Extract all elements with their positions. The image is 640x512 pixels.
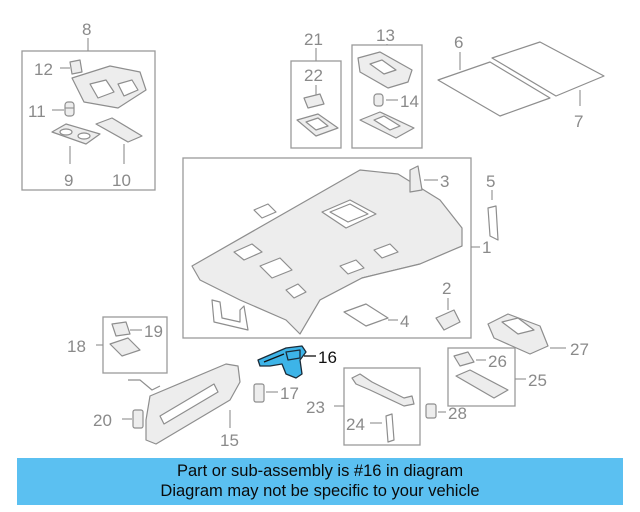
group-box-1 (182, 157, 472, 339)
callout-17[interactable]: 17 (280, 384, 299, 403)
callout-3[interactable]: 3 (440, 172, 449, 191)
callout-19[interactable]: 19 (144, 322, 163, 341)
callout-24[interactable]: 24 (346, 415, 365, 434)
lens-9 (51, 123, 101, 145)
headliner (191, 169, 463, 335)
callout-2[interactable]: 2 (442, 279, 451, 298)
callout-1[interactable]: 1 (482, 238, 491, 257)
visor-bracket-16 (257, 345, 307, 379)
banner-line-2: Diagram may not be specific to your vehi… (160, 482, 480, 500)
info-banner: Part or sub-assembly is #16 in diagram D… (17, 458, 623, 505)
clip-19 (111, 321, 131, 337)
callout-22[interactable]: 22 (304, 66, 323, 85)
clip-18 (109, 337, 141, 357)
callout-21[interactable]: 21 (304, 30, 323, 49)
grab-handle-24 (351, 373, 415, 443)
callout-5[interactable]: 5 (486, 172, 495, 191)
lamp-housing-25 (455, 369, 509, 399)
lamp-13 (357, 51, 413, 89)
trim-5 (487, 205, 499, 241)
screw-28 (425, 403, 437, 419)
callout-26[interactable]: 26 (488, 352, 507, 371)
callout-10[interactable]: 10 (112, 171, 131, 190)
bulb-22 (303, 93, 325, 109)
callout-16[interactable]: 16 (318, 348, 337, 367)
clip-2 (435, 309, 461, 331)
lamp-26 (453, 351, 475, 367)
panel-7 (491, 41, 605, 97)
bracket-27 (487, 313, 549, 355)
sun-visor-15 (128, 363, 241, 445)
clip-3 (409, 165, 423, 193)
lamp-21 (296, 113, 339, 137)
callout-13[interactable]: 13 (376, 26, 395, 45)
callout-6[interactable]: 6 (454, 33, 463, 52)
callout-4[interactable]: 4 (400, 312, 409, 331)
pad-4 (343, 303, 389, 327)
callout-27[interactable]: 27 (570, 340, 589, 359)
bulb-12 (69, 59, 83, 75)
callout-25[interactable]: 25 (528, 371, 547, 390)
banner-line-1: Part or sub-assembly is #16 in diagram (176, 462, 464, 480)
screw-20 (132, 409, 144, 429)
group-box-25 (447, 347, 516, 407)
grab-handle-outline (211, 299, 249, 331)
callout-20[interactable]: 20 (93, 411, 112, 430)
bulb-14 (373, 93, 384, 107)
screw-17 (253, 383, 265, 403)
callout-7[interactable]: 7 (574, 112, 583, 131)
callout-8[interactable]: 8 (82, 20, 91, 39)
callout-18[interactable]: 18 (67, 337, 86, 356)
callout-14[interactable]: 14 (400, 92, 419, 111)
map-lamp-housing (71, 65, 147, 109)
parts-diagram: 8 12 11 9 10 21 22 13 (21, 20, 605, 450)
bulb-11 (64, 101, 75, 117)
lens-10 (95, 117, 143, 143)
callout-15[interactable]: 15 (220, 431, 239, 450)
callout-28[interactable]: 28 (448, 404, 467, 423)
callout-23[interactable]: 23 (306, 398, 325, 417)
callout-11[interactable]: 11 (28, 102, 46, 121)
panel-6 (437, 61, 551, 117)
callout-9[interactable]: 9 (64, 171, 73, 190)
callout-12[interactable]: 12 (34, 60, 53, 79)
lamp-lens-14 (359, 111, 415, 139)
